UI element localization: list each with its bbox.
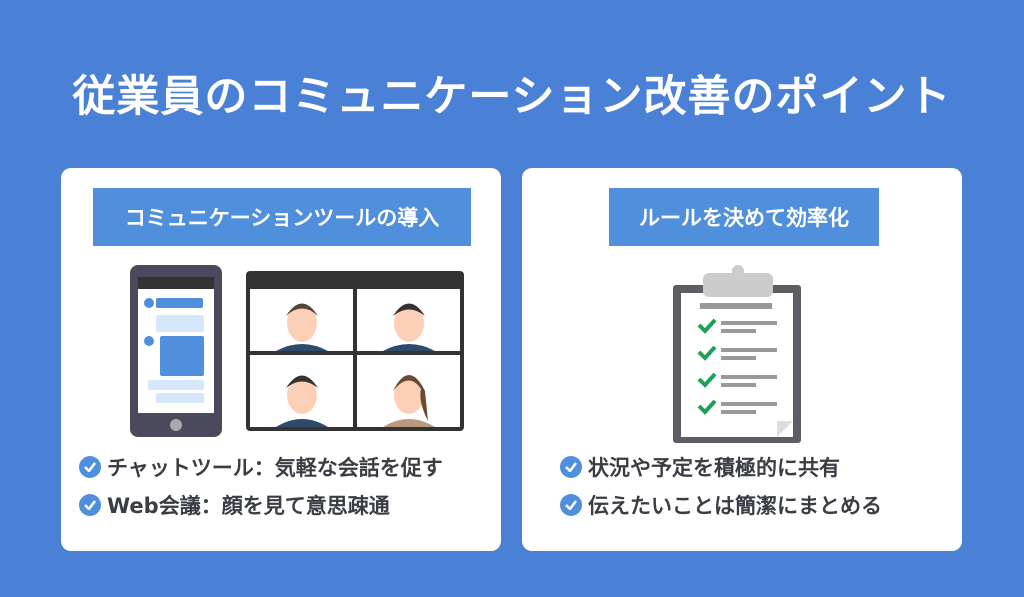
check-circle-icon	[560, 494, 582, 516]
check-circle-icon	[79, 456, 101, 478]
point-item: 伝えたいことは簡潔にまとめる	[560, 486, 882, 524]
card-communication-tools: コミュニケーションツールの導入 チャットツール：気軽な会話を促す Web会議：顔…	[61, 168, 501, 551]
point-item: Web会議：顔を見て意思疎通	[79, 486, 443, 524]
page-title: 従業員のコミュニケーション改善のポイント	[72, 72, 952, 122]
web-meeting-illustration	[246, 271, 464, 431]
point-item: 状況や予定を積極的に共有	[560, 448, 882, 486]
card-heading: ルールを決めて効率化	[609, 188, 879, 246]
card-heading: コミュニケーションツールの導入	[93, 188, 471, 246]
clipboard-checklist-illustration	[673, 265, 801, 443]
smartphone-chat-illustration	[130, 265, 222, 437]
card-rules: ルールを決めて効率化 状況や予定を積極的に共有 伝えたいことは簡潔にまとめる	[522, 168, 962, 551]
check-circle-icon	[560, 456, 582, 478]
check-circle-icon	[79, 494, 101, 516]
point-item: チャットツール：気軽な会話を促す	[79, 448, 443, 486]
